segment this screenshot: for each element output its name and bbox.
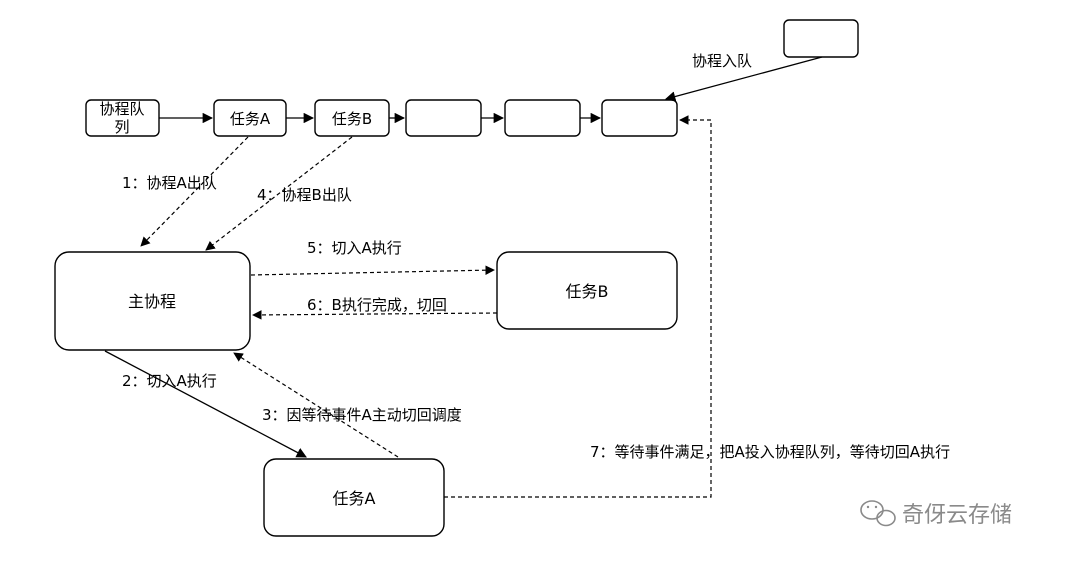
step6-arrow [252, 310, 498, 320]
main-coroutine-label: 主协程 [128, 292, 176, 311]
step2-arrow [104, 350, 307, 458]
step6-label: 6：B执行完成，切回 [307, 296, 447, 314]
task-b-node: 任务B [496, 251, 678, 330]
task-b-label: 任务B [566, 282, 609, 301]
wechat-icon [860, 500, 896, 527]
step7-label: 7：等待事件满足，把A投入协程队列，等待切回A执行 [590, 443, 950, 461]
queue-head-label-line2: 列 [114, 118, 129, 136]
step3-label: 3：因等待事件A主动切回调度 [262, 406, 462, 424]
queue-task-a-node: 任务A [213, 99, 287, 137]
incoming-coroutine-node [783, 19, 859, 58]
enqueue-arrow [664, 56, 823, 102]
queue-task-b-node: 任务B [314, 99, 390, 137]
task-a-label: 任务A [333, 489, 376, 508]
step5-label: 5：切入A执行 [307, 239, 402, 257]
task-a-node: 任务A [263, 458, 445, 537]
queue-head-node: 协程队 列 [85, 99, 160, 137]
queue-empty-slot-1 [405, 99, 482, 137]
step7-arrow [444, 115, 712, 498]
queue-empty-slot-2 [504, 99, 581, 137]
step4-arrow [205, 136, 353, 251]
step1-label: 1：协程A出队 [122, 174, 217, 192]
step3-arrow [233, 352, 399, 458]
queue-head-label-line1: 协程队 [99, 100, 144, 118]
step2-label: 2：切入A执行 [122, 372, 217, 390]
watermark-text: 奇伢云存储 [902, 503, 1012, 528]
watermark: 奇伢云存储 [860, 500, 1012, 528]
step1-arrow [140, 136, 249, 247]
main-coroutine-node: 主协程 [54, 251, 251, 351]
queue-task-a-label: 任务A [230, 110, 271, 128]
enqueue-label: 协程入队 [692, 52, 752, 70]
queue-empty-slot-3 [601, 99, 678, 137]
step4-label: 4：协程B出队 [257, 186, 352, 204]
queue-task-b-label: 任务B [332, 110, 372, 128]
step5-arrow [250, 265, 495, 276]
